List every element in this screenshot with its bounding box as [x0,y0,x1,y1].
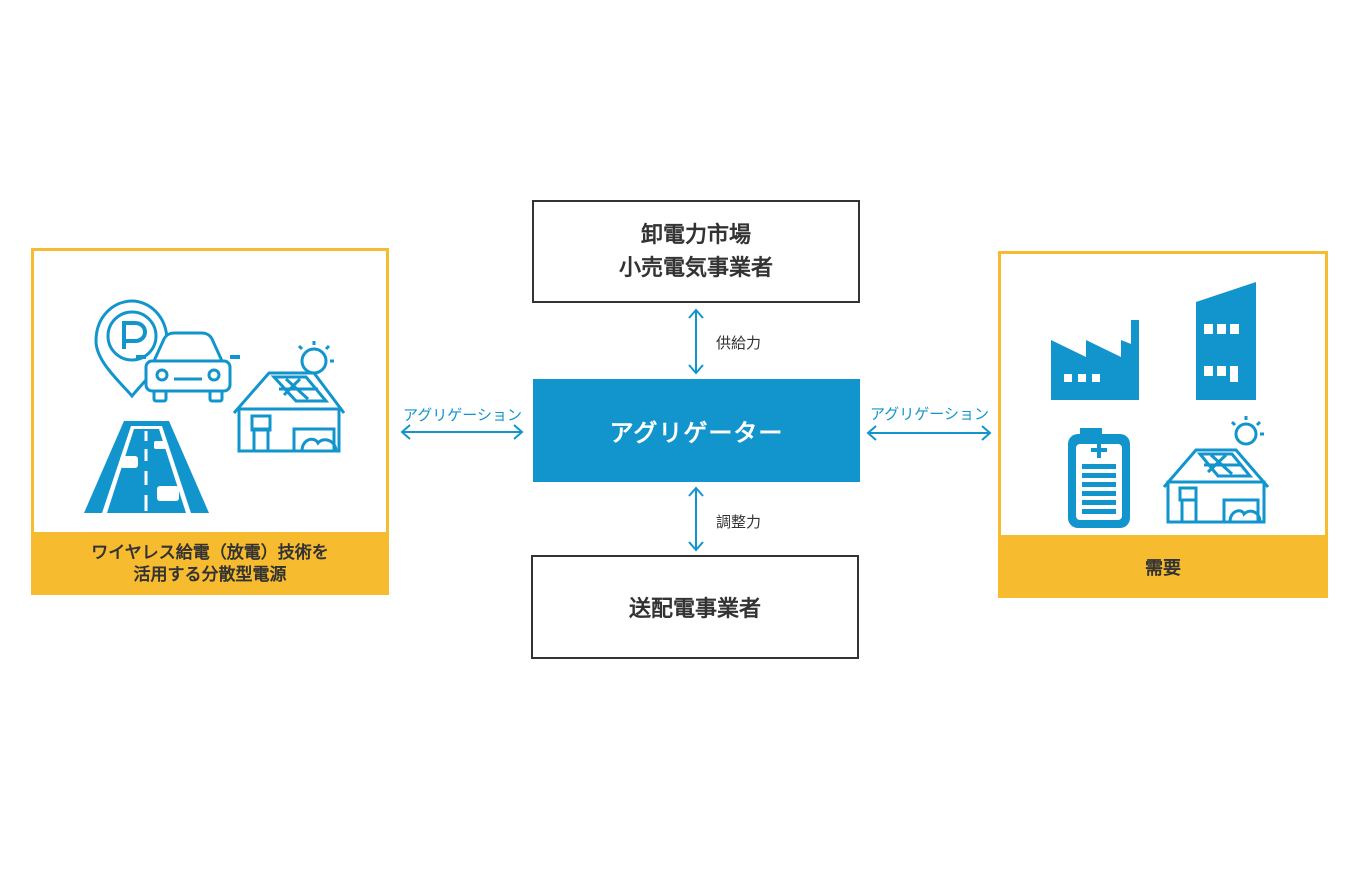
aggregator-box: アグリゲーター [533,379,860,482]
demand-caption: 需要 [998,535,1328,598]
top-box-line-2: 小売電気事業者 [618,255,773,281]
right-double-arrow [866,425,992,441]
transmission-operator-box: 送配電事業者 [531,555,859,659]
caption-line-2: 活用する分散型電源 [133,564,287,585]
right-aggregation-label: アグリゲーション [870,405,989,423]
solar-house-icon [232,341,346,453]
road-icon [84,421,209,513]
demand-panel: 需要 [998,251,1328,598]
demand-caption-label: 需要 [1145,557,1181,579]
left-double-arrow [400,424,524,440]
demand-illustration [1051,282,1270,528]
distributed-power-panel: ワイヤレス給電（放電）技術を 活用する分散型電源 [31,248,389,595]
car-icon [136,331,240,403]
caption-line-1: ワイヤレス給電（放電）技術を [91,542,329,563]
distributed-power-illustration [84,299,346,513]
distributed-power-caption: ワイヤレス給電（放電）技術を 活用する分散型電源 [31,532,389,595]
office-building-icon [1196,282,1256,400]
aggregator-label: アグリゲーター [609,419,784,447]
bottom-box-label: 送配電事業者 [628,597,761,622]
top-box-line-1: 卸電力市場 [640,222,751,248]
solar-house-icon [1162,416,1270,524]
balancing-capacity-label: 調整力 [716,513,762,531]
top-double-arrow [688,308,704,375]
bottom-double-arrow [688,486,704,552]
factory-icon [1051,320,1139,400]
battery-icon [1068,428,1130,528]
left-aggregation-label: アグリゲーション [403,406,522,424]
wholesale-retail-box: 卸電力市場 小売電気事業者 [532,200,860,303]
supply-capacity-label: 供給力 [716,334,762,352]
